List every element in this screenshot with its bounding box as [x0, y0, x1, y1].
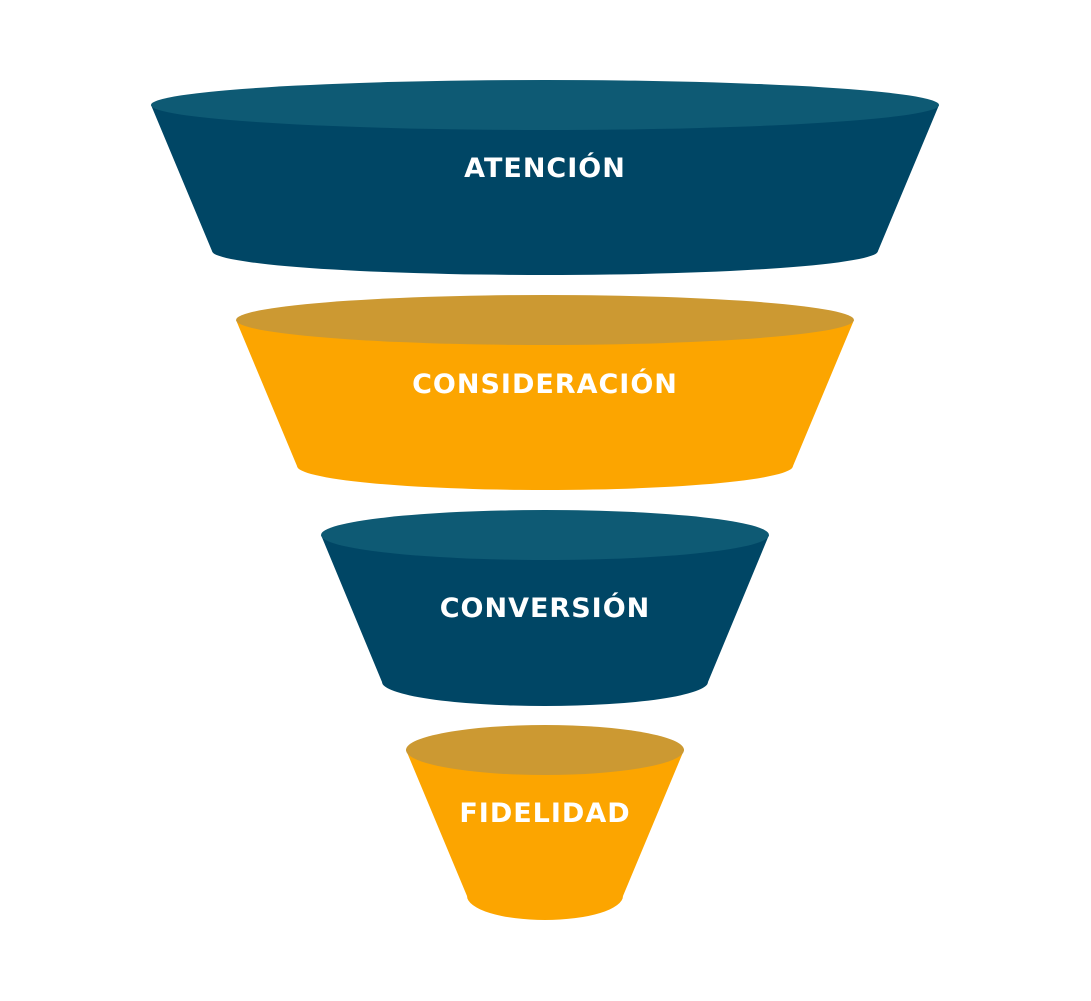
funnel-stage-attention: ATENCIÓN — [151, 80, 939, 275]
stage-label: CONSIDERACIÓN — [412, 368, 678, 400]
funnel-stage-loyalty: FIDELIDAD — [406, 725, 684, 920]
stage-label: ATENCIÓN — [464, 152, 626, 184]
stage-label: FIDELIDAD — [459, 798, 630, 829]
stage-body — [151, 105, 939, 275]
funnel-stage-conversion: CONVERSIÓN — [321, 510, 769, 706]
stage-top-ellipse — [236, 295, 854, 345]
stage-top-ellipse — [406, 725, 684, 775]
stage-top-ellipse — [151, 80, 939, 130]
stage-top-ellipse — [321, 510, 769, 560]
stage-label: CONVERSIÓN — [440, 592, 651, 624]
stage-body — [321, 535, 769, 706]
stage-body — [406, 750, 684, 920]
funnel-stage-consideration: CONSIDERACIÓN — [236, 295, 854, 490]
stage-body — [236, 320, 854, 490]
